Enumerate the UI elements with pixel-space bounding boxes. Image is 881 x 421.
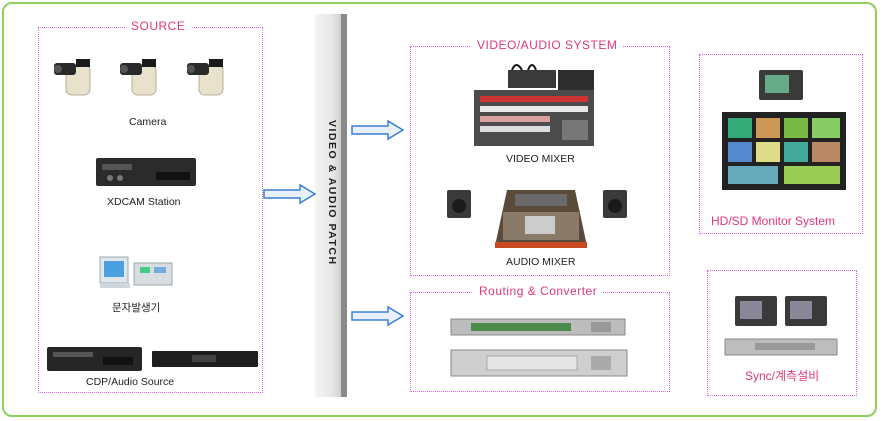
routing-switcher-icon <box>450 318 626 336</box>
sync-generator-icon <box>724 338 838 356</box>
waveform-monitor-icon <box>735 296 777 326</box>
character-generator-icon <box>99 256 173 288</box>
monitor-system-box <box>699 54 863 234</box>
camera-icon <box>120 59 157 96</box>
video-mixer-icon <box>474 64 594 146</box>
waveform-monitor-icon <box>785 296 827 326</box>
sync-box <box>707 270 857 396</box>
arrow-right-icon <box>263 183 317 205</box>
video-audio-system-box: VIDEO/AUDIO SYSTEM <box>410 38 670 276</box>
monitor-unit-icon <box>759 70 803 100</box>
sync-label: Sync/계측설비 <box>745 369 820 383</box>
cdp-player-icon <box>47 347 142 371</box>
video-audio-patch <box>315 14 347 397</box>
routing-converter-title: Routing & Converter <box>473 284 604 298</box>
speaker-icon <box>447 190 471 218</box>
audio-source-icon <box>152 351 258 367</box>
arrow-right-icon <box>351 305 405 327</box>
speaker-icon <box>603 190 627 218</box>
camera-icon <box>54 59 91 96</box>
source-title: SOURCE <box>125 19 192 33</box>
xdcam-station-icon <box>96 158 196 186</box>
source-box: SOURCE <box>38 19 263 393</box>
camera-label: Camera <box>129 116 167 128</box>
multiviewer-monitor-icon <box>722 112 846 190</box>
routing-converter-box: Routing & Converter <box>410 284 670 392</box>
xdcam-label: XDCAM Station <box>107 196 181 208</box>
video-mixer-label: VIDEO MIXER <box>506 153 575 165</box>
video-audio-system-title: VIDEO/AUDIO SYSTEM <box>471 38 624 52</box>
converter-frame-icon <box>450 349 628 377</box>
character-generator-label: 문자발생기 <box>112 302 161 314</box>
monitor-system-label: HD/SD Monitor System <box>711 214 836 228</box>
audio-mixer-icon <box>495 190 587 248</box>
camera-icon <box>187 59 224 96</box>
arrow-right-icon <box>351 119 405 141</box>
cdp-label: CDP/Audio Source <box>86 376 175 388</box>
patch-label: VIDEO & AUDIO PATCH <box>326 120 338 266</box>
audio-mixer-label: AUDIO MIXER <box>506 256 576 268</box>
